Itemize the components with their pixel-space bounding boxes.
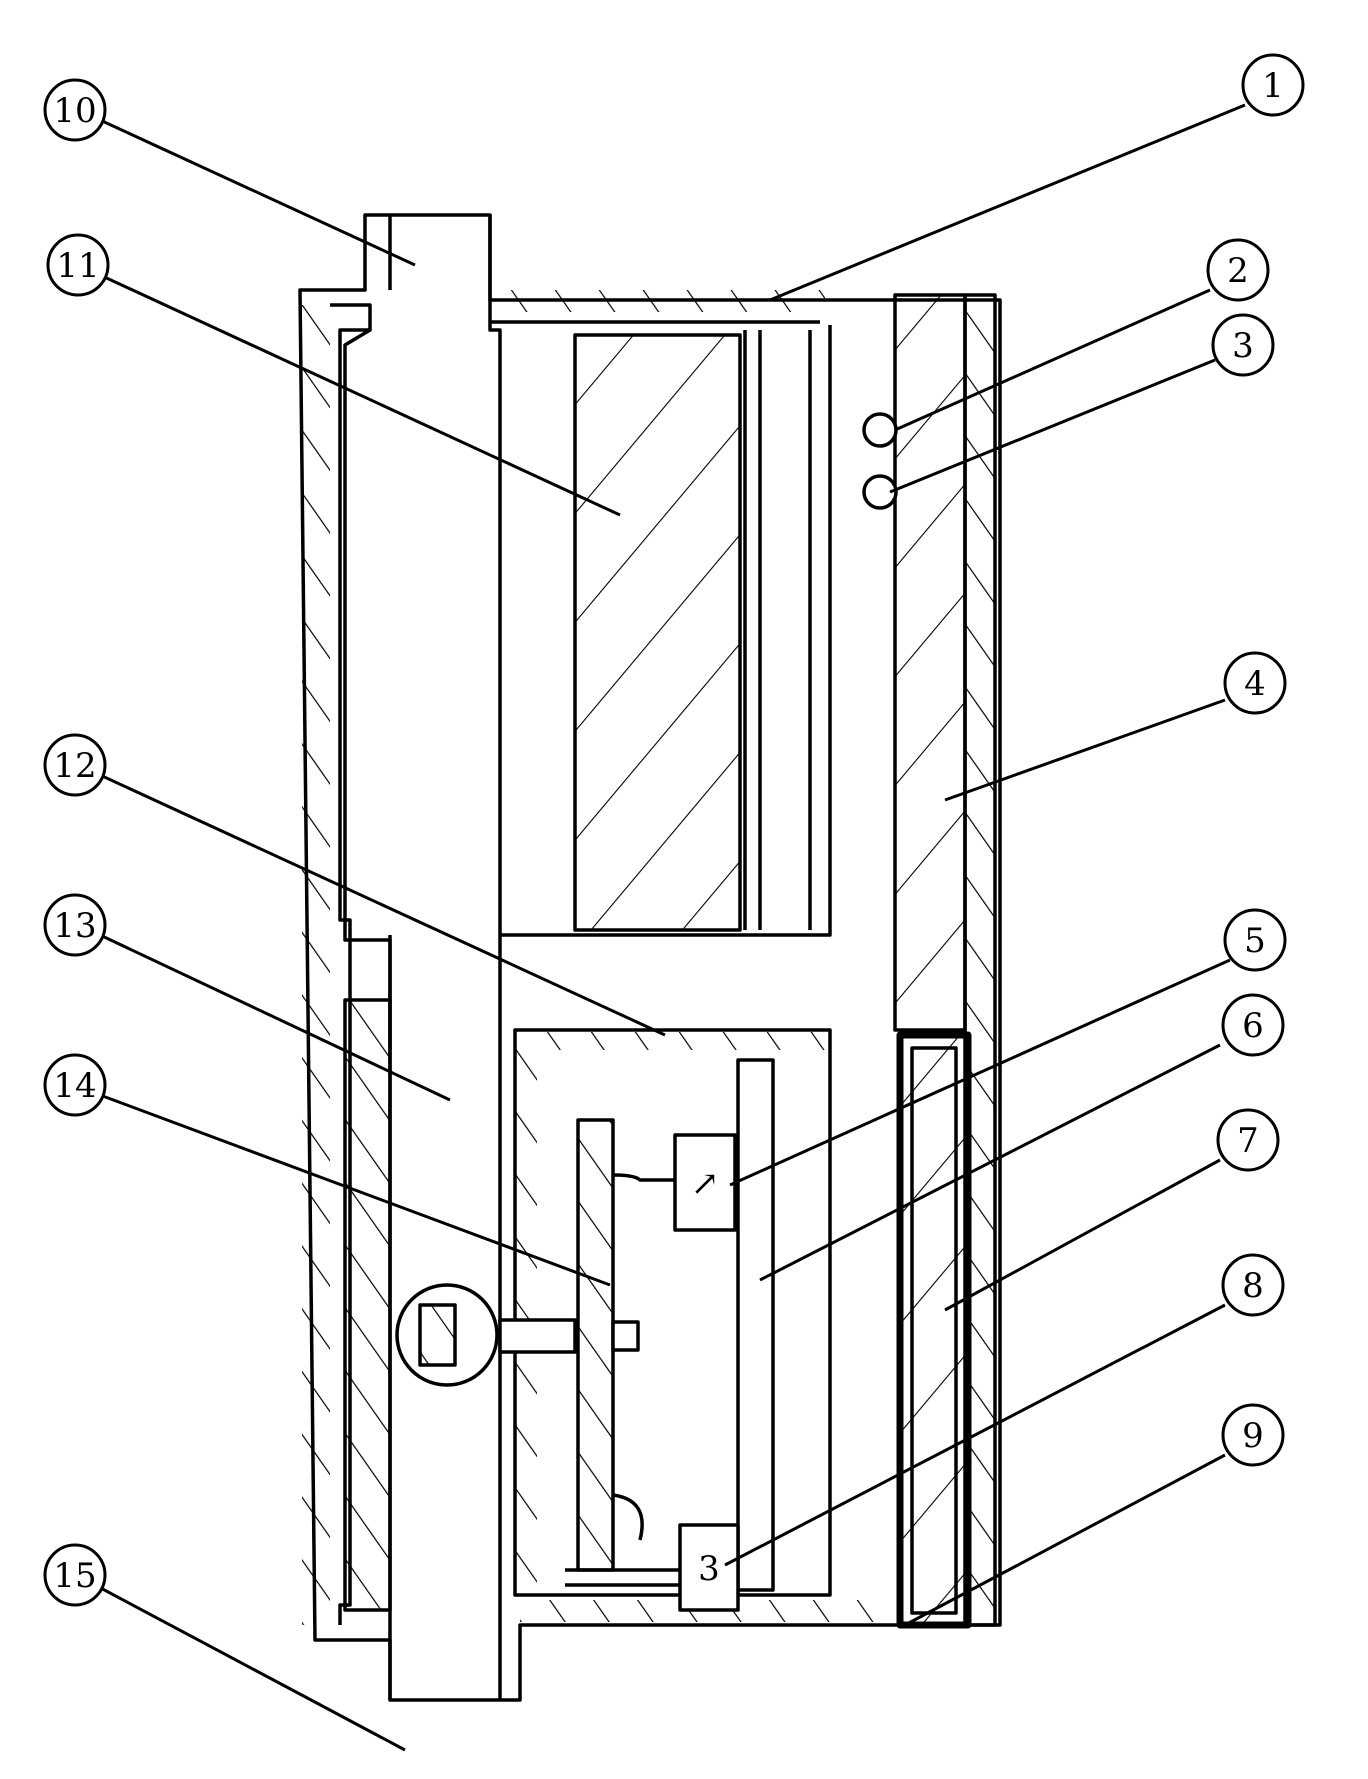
svg-text:10: 10 — [53, 91, 96, 131]
top-wall-hatch — [505, 290, 825, 312]
callout-1: 1 — [1243, 55, 1303, 115]
filter-block-11 — [575, 335, 740, 930]
svg-text:7: 7 — [1237, 1121, 1259, 1161]
svg-text:15: 15 — [53, 1556, 96, 1596]
svg-text:1: 1 — [1262, 66, 1284, 106]
leader-10 — [100, 120, 415, 265]
callout-6: 6 — [1223, 995, 1283, 1055]
valve-stem — [500, 1320, 575, 1352]
callout-11: 11 — [48, 235, 108, 295]
svg-text:6: 6 — [1242, 1006, 1264, 1046]
sensor-8-glyph: 3 — [698, 1549, 720, 1589]
svg-text:13: 13 — [53, 906, 96, 946]
valve-stem-end — [613, 1322, 638, 1350]
board-14-lead — [613, 1495, 642, 1540]
sensor-5-lead — [613, 1175, 675, 1180]
callout-12: 12 — [45, 735, 105, 795]
leader-13 — [100, 935, 450, 1100]
svg-text:5: 5 — [1244, 921, 1266, 961]
svg-text:11: 11 — [56, 246, 99, 286]
lower-compartment-12 — [515, 1030, 830, 1595]
left-lower-hatch — [345, 1000, 390, 1610]
svg-text:2: 2 — [1227, 251, 1249, 291]
svg-text:3: 3 — [1232, 326, 1254, 366]
indicator-2 — [864, 414, 896, 446]
left-wall-hatch — [302, 305, 330, 1625]
callout-14: 14 — [45, 1055, 105, 1115]
leader-1 — [770, 105, 1245, 300]
svg-text:9: 9 — [1242, 1416, 1264, 1456]
callout-15: 15 — [45, 1545, 105, 1605]
callout-10: 10 — [45, 80, 105, 140]
circuit-board-6 — [738, 1060, 773, 1590]
circuit-board-14 — [578, 1120, 613, 1570]
callout-13: 13 — [45, 895, 105, 955]
callout-4: 4 — [1225, 653, 1285, 713]
callout-7: 7 — [1218, 1110, 1278, 1170]
callout-3: 3 — [1213, 315, 1273, 375]
svg-text:12: 12 — [53, 746, 96, 786]
lower-compartment-top-hatch — [520, 1032, 825, 1050]
callout-8: 8 — [1223, 1255, 1283, 1315]
ball-valve-core — [420, 1305, 455, 1365]
svg-text:4: 4 — [1244, 664, 1266, 704]
sensor-5-glyph: ↗ — [691, 1164, 720, 1204]
svg-text:8: 8 — [1242, 1266, 1264, 1306]
svg-text:14: 14 — [53, 1066, 96, 1106]
callout-2: 2 — [1208, 240, 1268, 300]
battery-7 — [900, 1035, 968, 1625]
callout-5: 5 — [1225, 910, 1285, 970]
callout-9: 9 — [1223, 1405, 1283, 1465]
lower-compartment-left-hatch — [515, 1045, 537, 1590]
right-panel-4 — [895, 295, 965, 1030]
